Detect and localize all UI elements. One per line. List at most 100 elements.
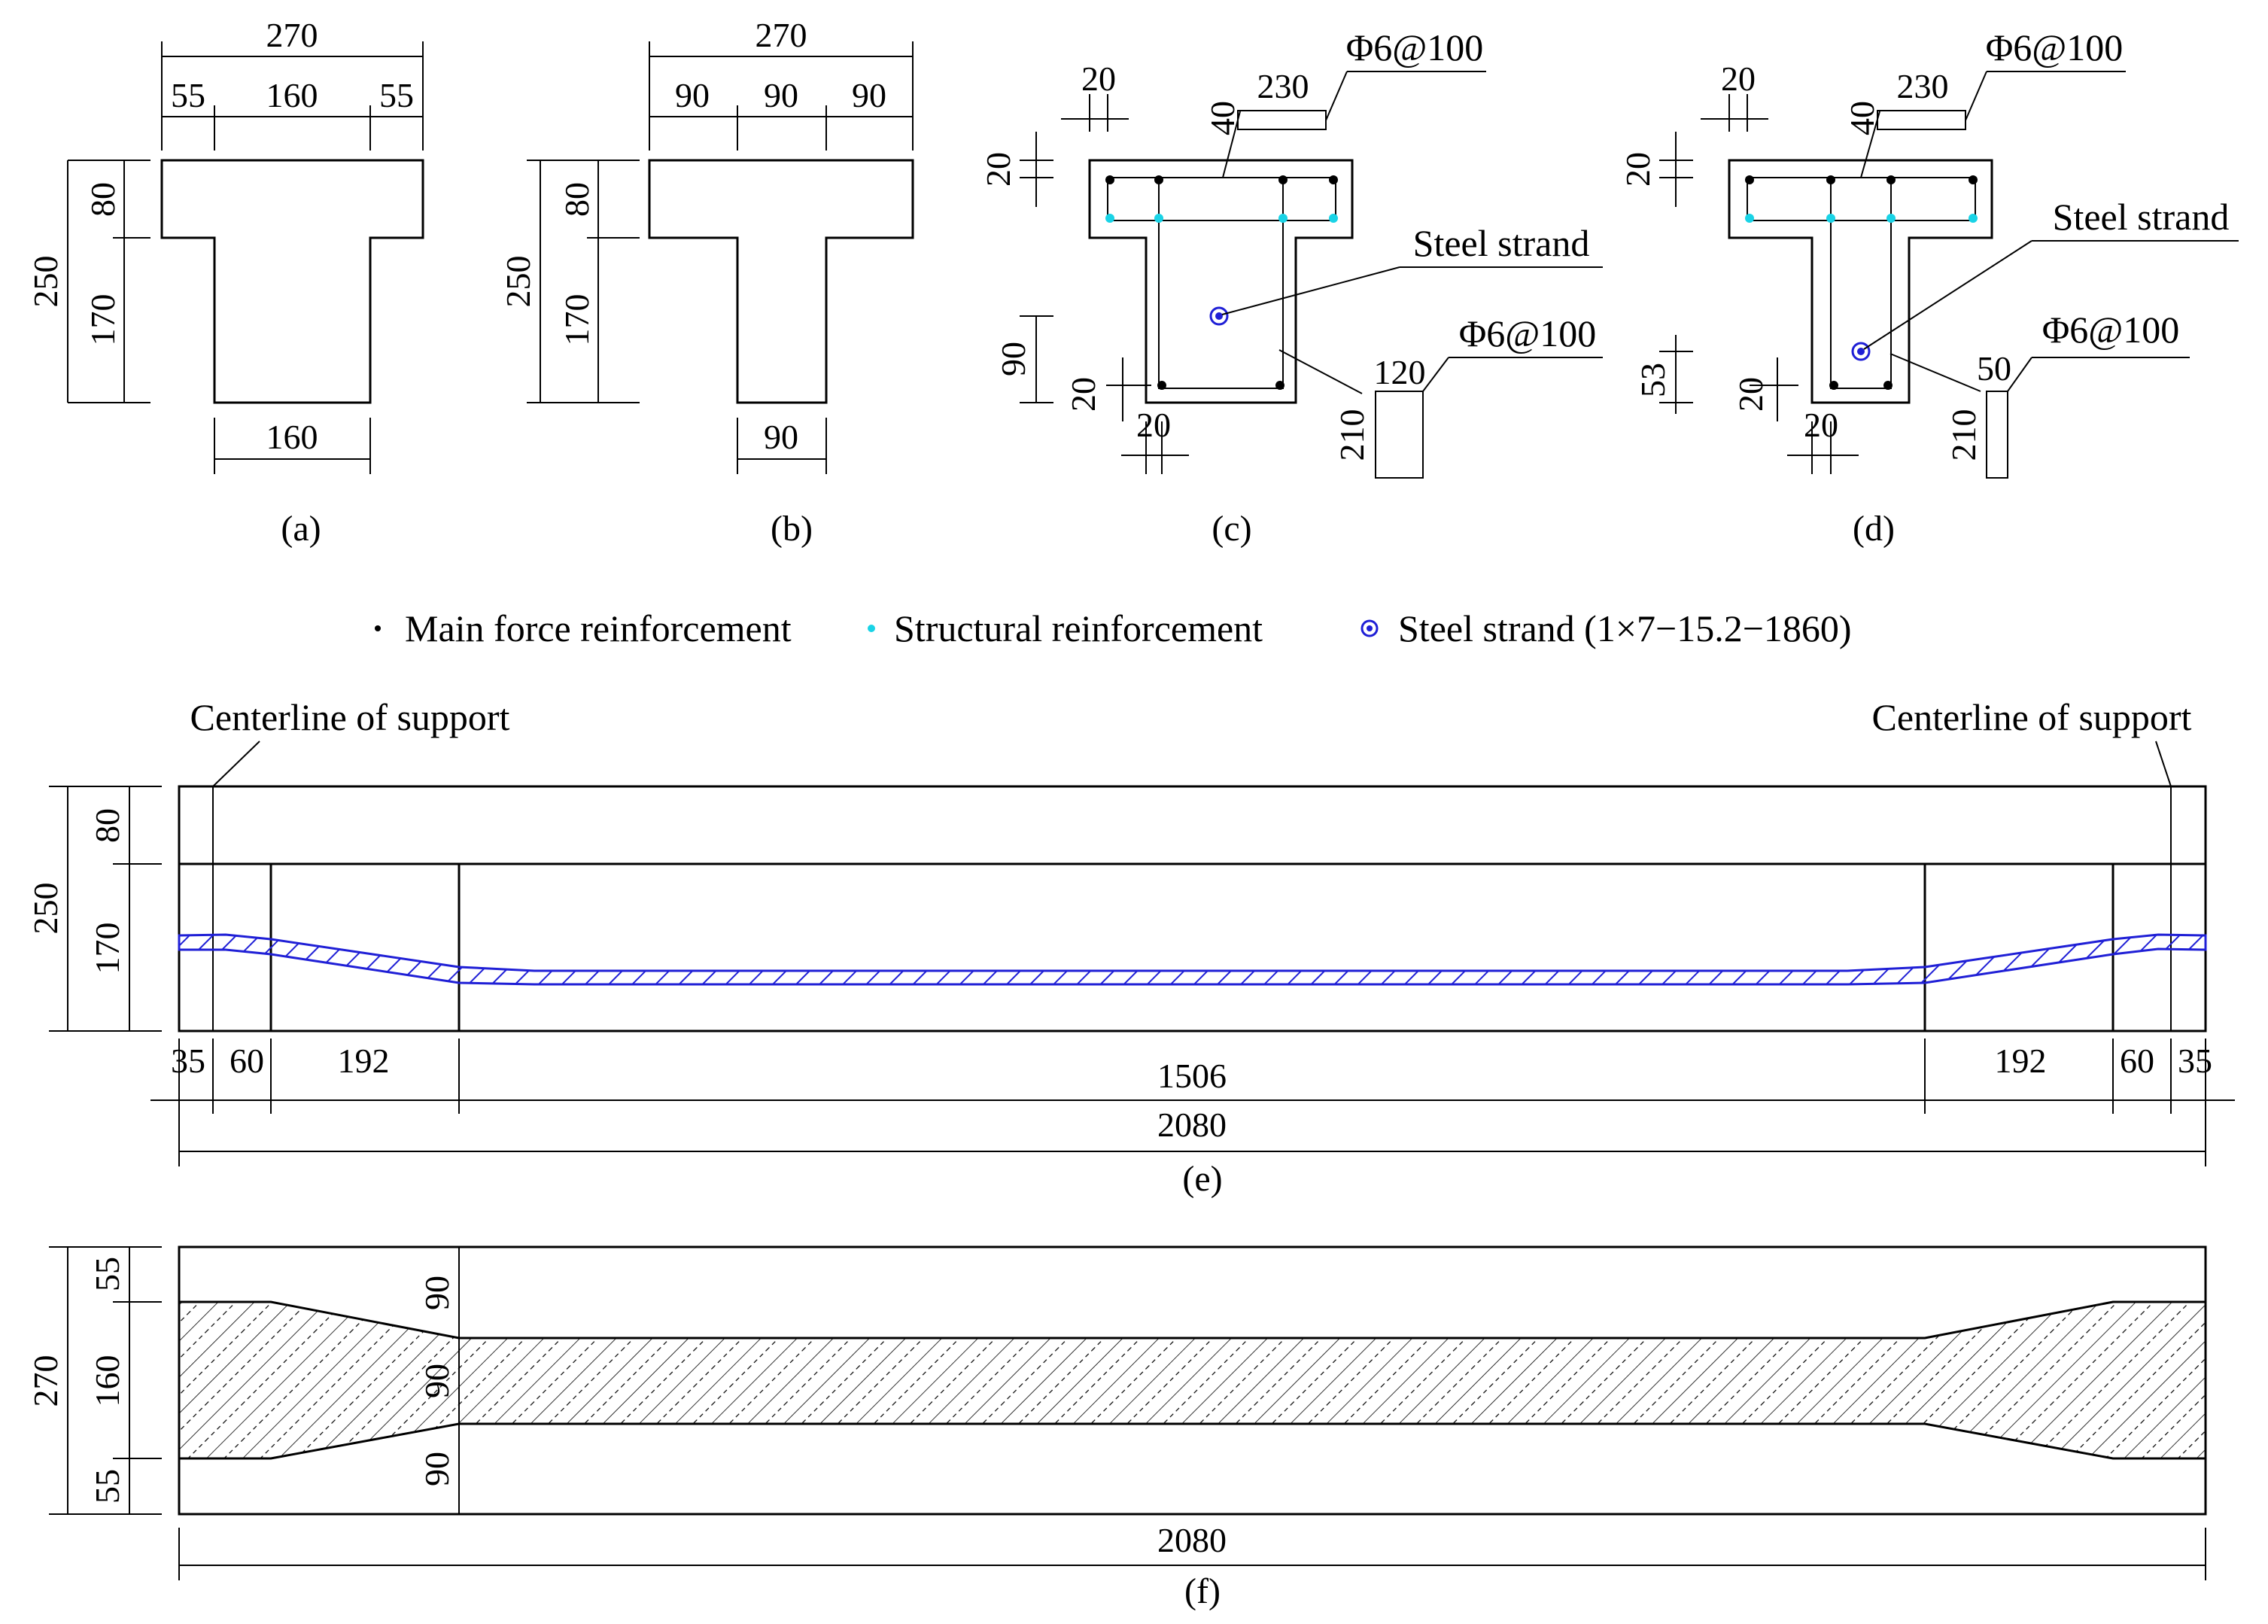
flange-stirrup: [1747, 177, 1976, 221]
tee-section-outline: [160, 159, 424, 404]
structural-reinforcement-bars: [1745, 214, 1978, 223]
panel-a: 270 55 160 55 250 80 170 160 (a): [26, 16, 424, 549]
dimension-lines: [67, 41, 424, 474]
dim-web: 170: [88, 923, 126, 975]
dim-segment: 1506: [1157, 1057, 1227, 1095]
tee-section-outline: [1728, 159, 1993, 404]
legend-strand-marker: [1360, 619, 1379, 637]
dim-cover-top-v: 20: [979, 152, 1017, 187]
structural-bar: [1826, 214, 1835, 223]
main-bar: [1883, 381, 1893, 390]
legend-structural-label: Structural reinforcement: [894, 607, 1263, 649]
dim-segment: 35: [171, 1042, 205, 1080]
dim-total: 2080: [1157, 1521, 1227, 1559]
dim-top: 55: [88, 1257, 126, 1291]
panel-c: 20 20 40 230 Φ6@100 Steel strand 90 20 2…: [979, 26, 1603, 549]
dim-web: 170: [84, 294, 122, 346]
dim-top-left: 90: [675, 76, 710, 114]
dim-top-left: 55: [171, 76, 205, 114]
segment-lines: [212, 786, 2172, 1031]
dim-height-total: 250: [26, 256, 65, 308]
cover-dimension-lines: [1020, 94, 1189, 474]
web-stirrup: [1158, 177, 1284, 389]
leader-lines: [1221, 71, 1603, 479]
structural-bar: [1969, 214, 1978, 223]
structural-bar: [1154, 214, 1163, 223]
structural-bar: [1278, 214, 1288, 223]
dim-top-total: 270: [755, 16, 807, 54]
dim-stirrup-width: 230: [1257, 67, 1309, 105]
structural-bar: [1329, 214, 1338, 223]
panel-b: 270 90 90 90 250 80 170 90 (b): [499, 16, 914, 549]
steel-strand-label: Steel strand: [1413, 222, 1590, 264]
stirrup-top-label: Φ6@100: [1346, 26, 1484, 68]
vertical-dimension-lines: [49, 786, 162, 1032]
main-bar: [1278, 175, 1288, 184]
stirrup-web-label: Φ6@100: [1459, 312, 1597, 354]
caption-c: (c): [1212, 509, 1251, 549]
dim-flange: 80: [558, 182, 596, 217]
dimension-lines: [527, 41, 914, 474]
dim-stirrup-height: 40: [1843, 101, 1881, 135]
dim-web-stirrup-width: 120: [1374, 353, 1426, 391]
support-left-label: Centerline of support: [190, 696, 510, 738]
dim-segment: 60: [2120, 1042, 2154, 1080]
caption-d: (d): [1853, 509, 1895, 549]
dim-bottom: 55: [88, 1469, 126, 1504]
cover-dimension-lines: [1659, 94, 1859, 474]
legend-main-marker: [375, 625, 381, 631]
main-bar: [1105, 175, 1114, 184]
dim-mid: 160: [88, 1355, 126, 1407]
structural-bar: [1886, 214, 1896, 223]
dim-cover-bottom-v: 20: [1064, 377, 1102, 412]
caption-b: (b): [771, 509, 813, 549]
caption-e: (e): [1182, 1159, 1222, 1199]
tee-section-outline: [648, 159, 914, 404]
horizontal-dimension-lines: [150, 1039, 2235, 1166]
dim-cover-top-h: 20: [1081, 59, 1116, 98]
dim-web-mid: 90: [418, 1364, 456, 1398]
dim-top-total: 270: [266, 16, 318, 54]
dim-web: 170: [558, 294, 596, 346]
main-bar: [1157, 381, 1166, 390]
dim-top-mid: 90: [764, 76, 798, 114]
dim-total: 2080: [1157, 1105, 1227, 1144]
dim-segment: 192: [1995, 1042, 2047, 1080]
dim-cover-bottom-h: 20: [1136, 406, 1171, 444]
dim-height-total: 250: [26, 883, 65, 935]
vertical-dimension-lines: [49, 1246, 162, 1515]
legend: Main force reinforcement Structural rein…: [375, 607, 1852, 649]
stirrup-web-label: Φ6@100: [2042, 309, 2180, 351]
dim-strand-height: 90: [994, 342, 1032, 376]
support-right-label: Centerline of support: [1872, 696, 2192, 738]
dim-web-stirrup-height: 210: [1333, 409, 1371, 461]
dim-height-total: 250: [499, 256, 537, 308]
dim-cover-bottom-h: 20: [1804, 406, 1838, 444]
dim-bottom: 160: [266, 418, 318, 456]
steel-strand-marker: [1851, 342, 1871, 361]
dim-web-stirrup-height: 210: [1944, 409, 1983, 461]
beam-elevation-outline: [178, 785, 2207, 1032]
dim-strand-height: 53: [1634, 363, 1672, 397]
tee-section-outline: [1088, 159, 1354, 404]
steel-strand-marker: [1209, 306, 1229, 326]
dim-flange: 80: [84, 182, 122, 217]
dim-width-total: 270: [26, 1355, 65, 1407]
dim-segment: 35: [2178, 1042, 2212, 1080]
legend-main-label: Main force reinforcement: [405, 607, 792, 649]
dim-stirrup-width: 230: [1897, 67, 1949, 105]
dim-top-right: 90: [852, 76, 886, 114]
structural-bar: [1105, 214, 1114, 223]
dim-stirrup-height: 40: [1203, 101, 1242, 135]
main-bar: [1154, 175, 1163, 184]
dim-cover-bottom-v: 20: [1731, 377, 1770, 412]
dim-segment: 192: [338, 1042, 390, 1080]
main-bar: [1745, 175, 1754, 184]
main-bar: [1969, 175, 1978, 184]
main-reinforcement-bars: [1105, 175, 1338, 390]
leader-lines: [1860, 71, 2239, 479]
structural-bar: [1745, 214, 1754, 223]
web-plan-hatched-area: [178, 1300, 2207, 1460]
caption-f: (f): [1184, 1571, 1221, 1611]
